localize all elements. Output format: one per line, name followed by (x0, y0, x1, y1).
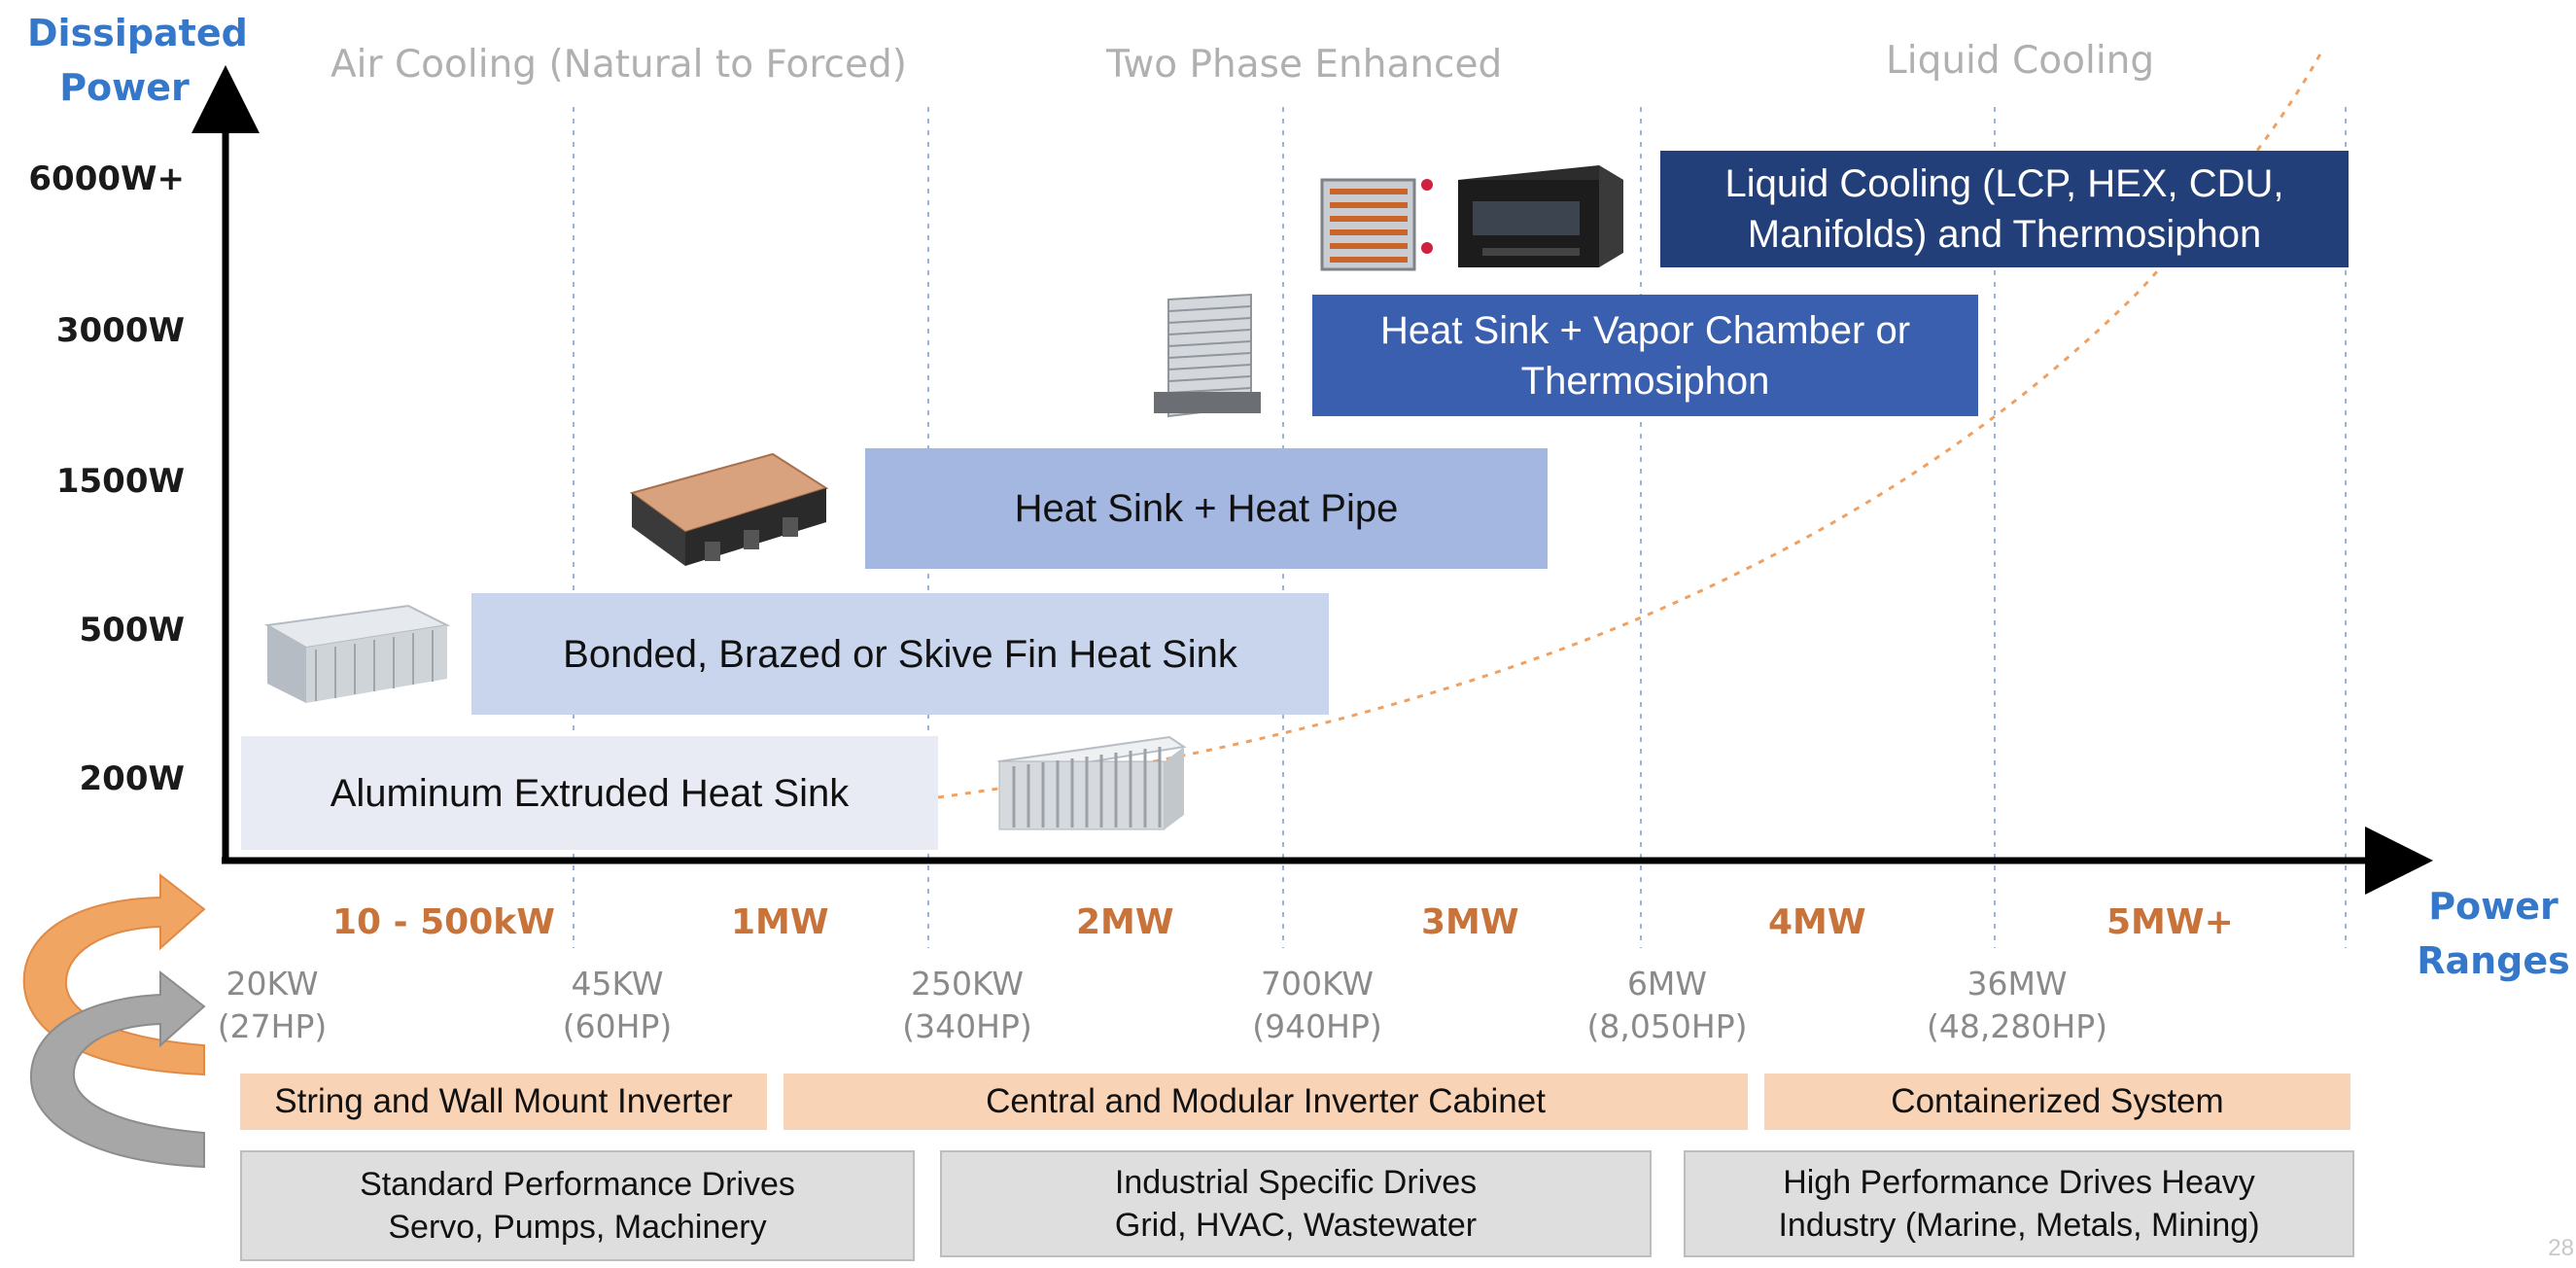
page-number: 28 (2548, 1235, 2574, 1261)
y-tick-label: 500W (79, 611, 185, 650)
band-label: Manifolds) and Thermosiphon (1747, 213, 2262, 256)
drive-tier-line: Grid, HVAC, Wastewater (1114, 1207, 1478, 1244)
power-range-label: 1MW (731, 902, 829, 942)
y-tick-label: 6000W+ (28, 159, 185, 198)
category-label-liquid: Liquid Cooling (1886, 39, 2155, 83)
power-rating-hp: (340HP) (902, 1007, 1032, 1045)
extruded-heat-sink-image (996, 735, 1187, 830)
drive-tier-line: Servo, Pumps, Machinery (388, 1209, 767, 1246)
drive-tier-line: Industrial Specific Drives (1114, 1164, 1478, 1201)
drive-tier-industrial: Industrial Specific Drives Grid, HVAC, W… (940, 1150, 1652, 1257)
power-rating: 250KW (340HP) (889, 963, 1045, 1048)
band-heat-pipe: Heat Sink + Heat Pipe (865, 448, 1548, 569)
drive-tier-standard: Standard Performance Drives Servo, Pumps… (240, 1150, 915, 1261)
band-label: Aluminum Extruded Heat Sink (330, 771, 850, 815)
tier-label: Containerized System (1891, 1082, 2224, 1120)
x-axis-title-line: Power (2428, 885, 2559, 928)
y-tick-label: 3000W (55, 311, 185, 350)
y-tick-label: 1500W (55, 462, 185, 501)
cycle-arrows-icon (22, 872, 206, 1169)
x-axis-title: Power Ranges (2411, 879, 2576, 988)
band-label: Heat Sink + Vapor Chamber or (1379, 308, 1911, 352)
drive-tier-line: Standard Performance Drives (360, 1166, 795, 1203)
band-aluminum-extruded: Aluminum Extruded Heat Sink (241, 736, 938, 850)
tier-label: Central and Modular Inverter Cabinet (986, 1082, 1546, 1120)
power-rating: 45KW (60HP) (540, 963, 695, 1048)
y-tick-label: 200W (79, 759, 185, 798)
band-vapor-chamber: Heat Sink + Vapor Chamber or Thermosipho… (1312, 295, 1978, 416)
tier-string-wall-inverter: String and Wall Mount Inverter (240, 1074, 767, 1130)
heat-pipe-plate-image (629, 452, 829, 566)
power-rating: 6MW (8,050HP) (1575, 963, 1759, 1048)
category-label-air: Air Cooling (Natural to Forced) (331, 43, 907, 87)
cdu-unit-image (1458, 165, 1623, 267)
power-rating-hp: (60HP) (562, 1007, 673, 1045)
drive-tier-high-performance: High Performance Drives Heavy Industry (… (1684, 1150, 2354, 1257)
y-axis-title-line: Power (59, 66, 190, 109)
power-rating-kw: 45KW (571, 965, 664, 1003)
band-liquid-cooling: Liquid Cooling (LCP, HEX, CDU, Manifolds… (1660, 151, 2349, 267)
liquid-coil-image (1320, 178, 1433, 271)
tier-central-modular-cabinet: Central and Modular Inverter Cabinet (783, 1074, 1748, 1130)
power-range-label: 10 - 500kW (332, 902, 555, 942)
power-rating-hp: (48,280HP) (1927, 1007, 2107, 1045)
power-rating: 36MW (48,280HP) (1910, 963, 2124, 1048)
power-range-label: 4MW (1768, 902, 1866, 942)
power-rating-kw: 6MW (1626, 965, 1708, 1003)
band-bonded-brazed-skive: Bonded, Brazed or Skive Fin Heat Sink (471, 593, 1329, 715)
band-label: Heat Sink + Heat Pipe (1014, 487, 1399, 530)
power-rating-hp: (27HP) (217, 1007, 328, 1045)
power-rating-kw: 20KW (226, 965, 319, 1003)
y-axis-title-line: Dissipated (27, 12, 248, 54)
power-rating-kw: 36MW (1967, 965, 2068, 1003)
power-range-label: 5MW+ (2106, 902, 2234, 942)
category-label-two-phase: Two Phase Enhanced (1106, 43, 1503, 87)
tier-label: String and Wall Mount Inverter (274, 1082, 733, 1120)
y-axis-title: Dissipated Power (27, 6, 248, 115)
drive-tier-line: High Performance Drives Heavy (1783, 1164, 2255, 1201)
tier-containerized-system: Containerized System (1764, 1074, 2350, 1130)
power-rating-hp: (8,050HP) (1586, 1007, 1748, 1045)
vapor-chamber-heat-sink-image (1154, 293, 1261, 418)
power-rating-kw: 700KW (1260, 965, 1375, 1003)
power-rating-kw: 250KW (910, 965, 1025, 1003)
power-range-label: 3MW (1421, 902, 1519, 942)
band-label: Liquid Cooling (LCP, HEX, CDU, (1724, 162, 2284, 205)
power-rating: 20KW (27HP) (194, 963, 350, 1048)
band-label: Bonded, Brazed or Skive Fin Heat Sink (563, 632, 1237, 676)
power-rating-hp: (940HP) (1252, 1007, 1382, 1045)
power-rating: 700KW (940HP) (1239, 963, 1395, 1048)
power-range-label: 2MW (1076, 902, 1174, 942)
drive-tier-line: Industry (Marine, Metals, Mining) (1778, 1207, 2260, 1244)
x-axis-title-line: Ranges (2417, 939, 2570, 982)
bonded-fin-heat-sink-image (263, 604, 451, 703)
band-label: Thermosiphon (1520, 359, 1770, 403)
